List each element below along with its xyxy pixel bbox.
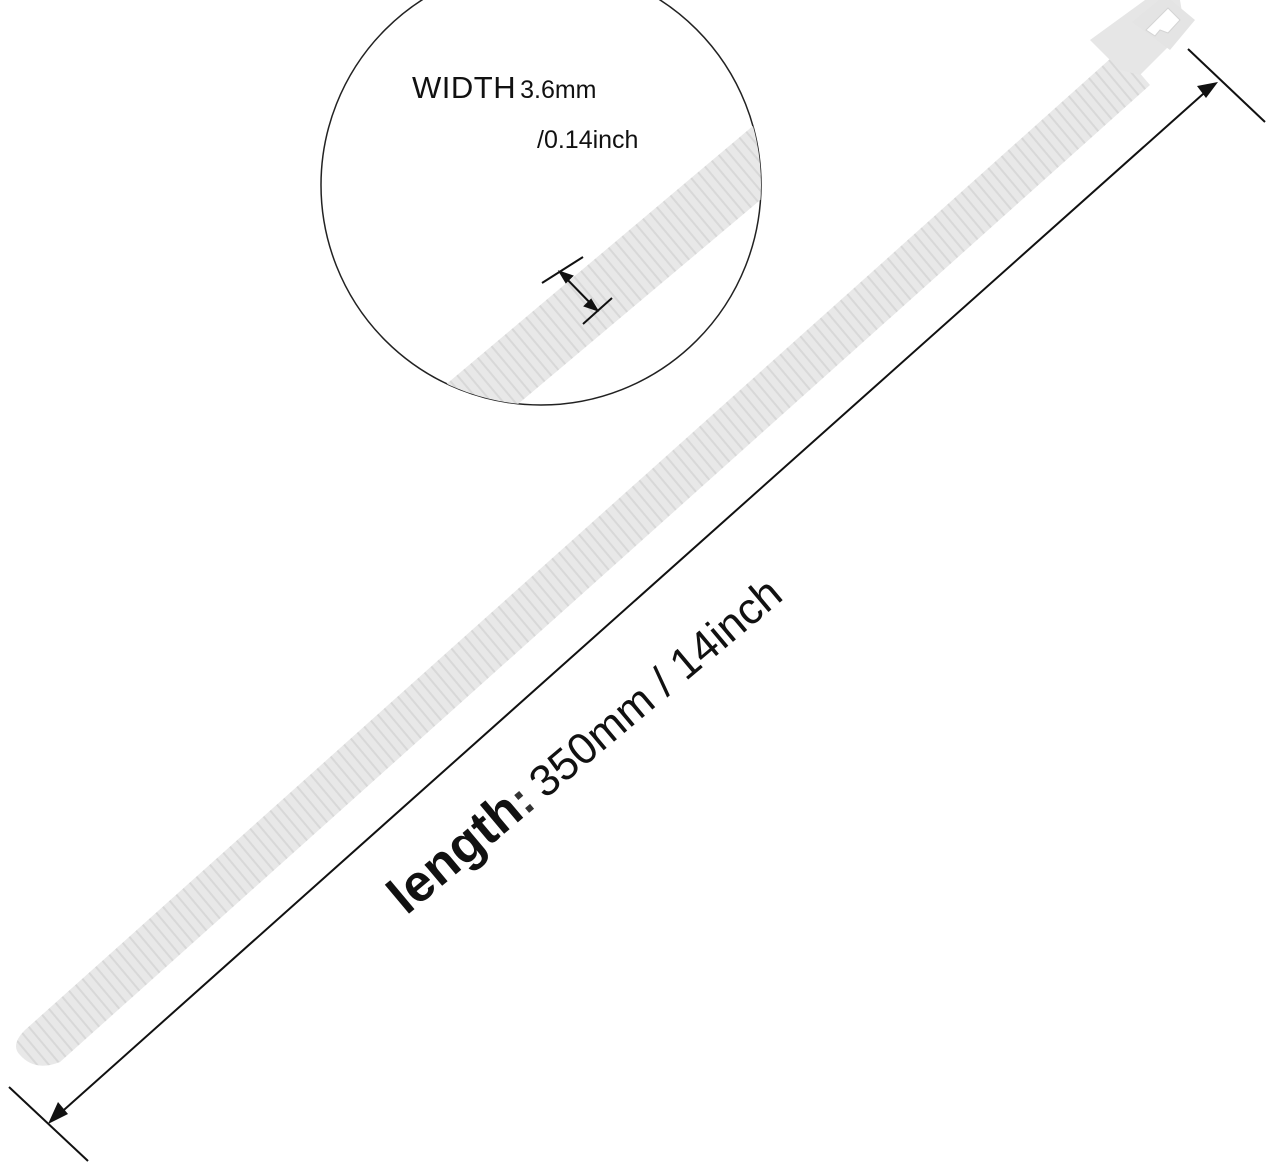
length-dimension-arrow [8,48,1266,1162]
width-value-inch: /0.14inch [537,126,639,154]
width-label: WIDTH [412,70,517,105]
width-value-mm: 3.6mm [520,76,597,104]
width-dimension-arrow [541,256,613,325]
cable-tie [16,0,1195,1066]
